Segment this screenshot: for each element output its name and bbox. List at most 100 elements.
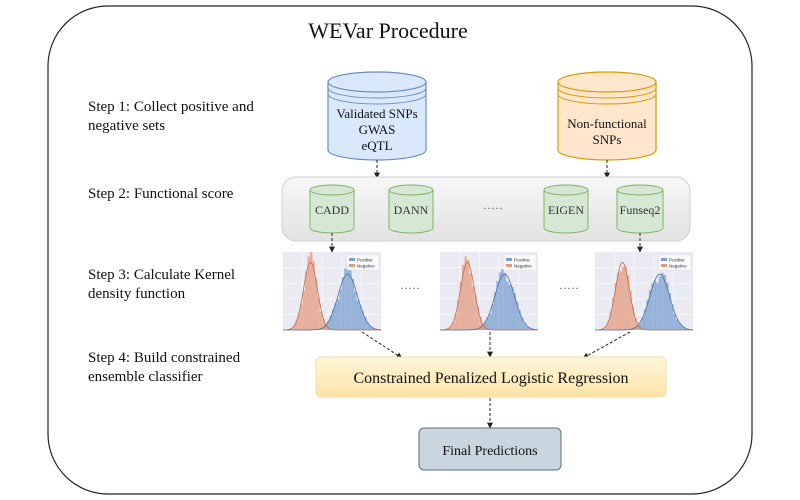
- negative-bar: [609, 311, 613, 330]
- negative-sets-database: Non-functional SNPs: [557, 71, 657, 161]
- negative-bar: [624, 266, 627, 330]
- positive-bar: [525, 326, 529, 330]
- negative-bar: [449, 326, 453, 330]
- positive-bar: [511, 287, 514, 330]
- score-cadd-label: CADD: [315, 203, 349, 217]
- positive-bar: [354, 291, 357, 330]
- negative-bar: [629, 290, 632, 330]
- negative-bar: [452, 322, 455, 330]
- positive-bar: [644, 309, 647, 330]
- negative-bar: [300, 304, 303, 330]
- negative-bar: [459, 281, 463, 330]
- positive-bar: [506, 281, 509, 330]
- step-3-label: Step 3: Calculate Kernel density functio…: [88, 267, 236, 302]
- score-funseq2-label: Funseq2: [620, 203, 661, 217]
- negative-bar: [614, 283, 618, 330]
- positive-bar: [329, 315, 332, 330]
- positive-bar: [339, 289, 342, 330]
- score-eigen: EIGEN: [543, 184, 589, 234]
- positive-bar: [341, 277, 345, 330]
- negative-bar: [636, 324, 640, 330]
- legend-positive-swatch: [349, 258, 355, 261]
- negative-bar: [464, 256, 467, 330]
- negative-db-line-2: SNPs: [593, 132, 622, 147]
- negative-bar: [309, 252, 313, 330]
- positive-bar: [366, 321, 369, 330]
- positive-bar: [523, 323, 526, 330]
- positive-kde-curve: [595, 273, 694, 331]
- negative-kde-curve: [594, 261, 693, 331]
- positive-bar: [361, 310, 364, 330]
- negative-bar: [607, 320, 610, 330]
- negative-bar: [317, 297, 320, 330]
- negative-bar: [479, 316, 482, 330]
- positive-db-line-3: eQTL: [361, 138, 392, 153]
- positive-bar: [513, 293, 516, 330]
- positive-bar: [346, 265, 350, 330]
- positive-bar: [658, 276, 662, 330]
- negative-bar: [617, 272, 620, 330]
- negative-bar: [621, 266, 625, 330]
- negative-db-line-1: Non-functional: [567, 116, 647, 131]
- negative-bar: [324, 324, 328, 330]
- negative-bar: [297, 313, 301, 330]
- positive-bar: [653, 280, 657, 330]
- negative-bar: [302, 290, 306, 330]
- positive-sets-database: Validated SNPs GWAS eQTL: [327, 71, 427, 161]
- negative-bar: [462, 264, 465, 330]
- kde-ellipsis-1: ·····: [400, 281, 420, 295]
- positive-bar: [498, 272, 502, 330]
- negative-bar: [641, 329, 644, 330]
- positive-bar: [496, 281, 499, 330]
- positive-bar: [680, 325, 684, 330]
- positive-bar: [673, 313, 676, 330]
- negative-bar: [604, 326, 608, 330]
- negative-bar: [484, 327, 487, 330]
- negative-bar: [295, 320, 298, 330]
- positive-bar: [501, 269, 504, 330]
- negative-bar: [305, 271, 308, 330]
- negative-bar: [639, 327, 642, 330]
- negative-bar: [457, 299, 460, 330]
- positive-bar: [363, 316, 367, 330]
- positive-bar: [639, 322, 642, 330]
- negative-bar: [312, 261, 315, 330]
- positive-bar: [663, 274, 667, 330]
- positive-bar: [371, 327, 374, 330]
- positive-bar: [675, 319, 679, 330]
- step-4-label: Step 4: Build constrained ensemble class…: [88, 350, 241, 385]
- positive-bar: [666, 282, 669, 330]
- legend-negative-swatch: [661, 264, 667, 267]
- legend-negative-label: Negative: [669, 264, 687, 269]
- positive-db-line-2: GWAS: [359, 122, 396, 137]
- score-funseq2: Funseq2: [616, 184, 664, 234]
- classifier-label: Constrained Penalized Logistic Regressio…: [353, 370, 628, 387]
- positive-bar: [332, 309, 335, 330]
- positive-bar: [651, 283, 654, 330]
- positive-bar: [668, 293, 671, 330]
- positive-bar: [508, 284, 512, 330]
- negative-bar: [486, 329, 489, 330]
- positive-bar: [336, 299, 340, 330]
- negative-bar: [314, 278, 318, 330]
- positive-bar: [486, 317, 489, 330]
- negative-bar: [447, 328, 450, 330]
- legend-positive-label: Positive: [357, 258, 373, 263]
- diagram-title: WEVar Procedure: [308, 18, 467, 43]
- positive-bar: [334, 303, 337, 330]
- positive-bar: [661, 272, 664, 330]
- arrow-kde3-to-classifier: [582, 331, 631, 359]
- negative-bar: [471, 286, 475, 330]
- legend-negative-label: Negative: [357, 264, 375, 269]
- positive-bar: [685, 328, 689, 330]
- positive-bar: [368, 325, 372, 330]
- final-predictions-label: Final Predictions: [442, 444, 537, 459]
- positive-kde-curve: [440, 273, 539, 331]
- negative-bar: [476, 306, 480, 330]
- positive-bar: [493, 292, 497, 330]
- positive-bar: [356, 300, 359, 330]
- final-predictions-box: [418, 427, 562, 471]
- negative-bar: [466, 259, 470, 330]
